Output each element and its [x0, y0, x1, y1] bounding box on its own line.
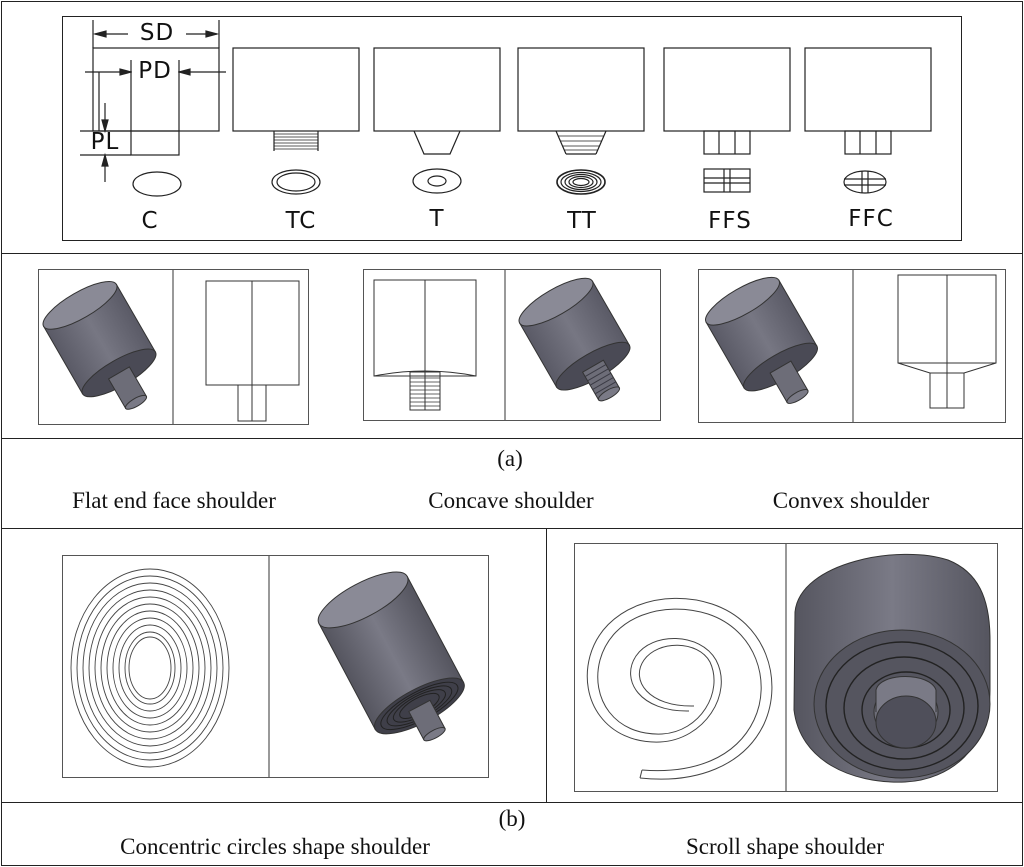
dimension-pd-label: PD: [132, 58, 178, 84]
pin-types-drawing: [80, 20, 932, 197]
concentric-shoulder-solid: [317, 571, 465, 742]
scroll-shoulder-label: Scroll shape shoulder: [685, 834, 884, 859]
convex-shoulder-solid: [705, 276, 818, 404]
row-separator-2: [1, 438, 1023, 439]
flat-shoulder-section: [205, 280, 300, 422]
tool-tt-drawing: [517, 47, 645, 195]
dimension-sd-label: SD: [139, 20, 175, 46]
flat-shoulder-solid: [42, 281, 157, 410]
dimension-pl-label: PL: [90, 129, 120, 155]
scroll-spiral-plan: [586, 597, 773, 780]
tool-label-t: T: [429, 206, 445, 232]
tool-ffs-drawing: [663, 47, 791, 193]
tool-label-tc: TC: [285, 208, 317, 234]
tool-label-tt: TT: [567, 208, 597, 234]
tool-ffc-drawing: [804, 47, 932, 194]
tool-label-ffs: FFS: [708, 208, 752, 234]
concave-shoulder-section: [373, 279, 477, 411]
flat-shoulder-label: Flat end face shoulder: [72, 488, 276, 513]
tool-tc-drawing: [232, 47, 360, 195]
tool-t-drawing: [373, 47, 501, 194]
shoulder-types-drawing: [42, 270, 997, 424]
convex-shoulder-section: [897, 274, 997, 409]
tool-c-drawing: [80, 20, 226, 197]
concentric-rings-plan: [70, 568, 230, 768]
tool-label-c: C: [141, 208, 159, 234]
caption-a: (a): [497, 446, 523, 471]
row-separator-1: [1, 253, 1023, 254]
column-separator-b: [546, 528, 547, 802]
row-separator-4: [1, 802, 1023, 803]
concentric-shoulder-label: Concentric circles shape shoulder: [120, 834, 430, 859]
concave-shoulder-solid: [518, 277, 631, 402]
concave-shoulder-label: Concave shoulder: [428, 488, 594, 513]
tool-label-ffc: FFC: [848, 206, 894, 232]
row-separator-3: [1, 528, 1023, 529]
scroll-shoulder-solid: [793, 553, 991, 783]
pin-types-panel: [62, 16, 962, 241]
convex-shoulder-label: Convex shoulder: [772, 488, 930, 513]
caption-b: (b): [498, 806, 526, 831]
pattern-shoulders-drawing: [70, 544, 991, 791]
